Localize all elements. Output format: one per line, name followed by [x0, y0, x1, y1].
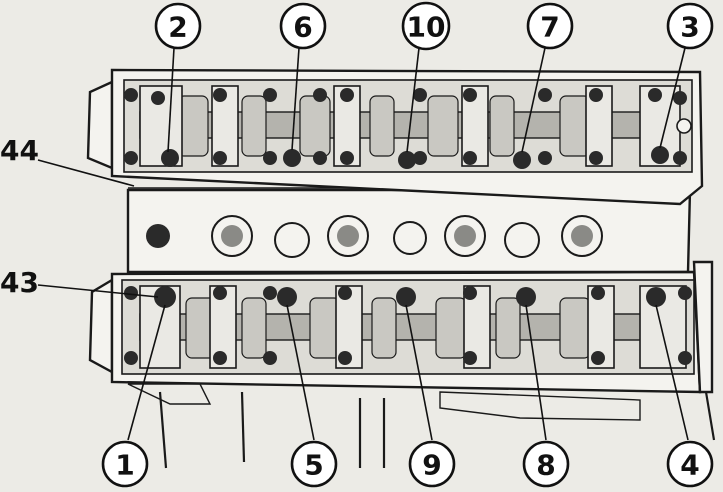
bottom-cam-lobes	[185, 297, 591, 359]
callout-top-7: 7	[526, 2, 574, 50]
callout-label: 10	[407, 11, 446, 44]
callout-label: 4	[680, 449, 699, 482]
callout-top-2: 2	[154, 2, 202, 50]
part-label-43: 43	[0, 266, 39, 299]
engine-head-illustration	[86, 68, 716, 469]
callout-bottom-9: 9	[408, 440, 456, 488]
callout-label: 6	[293, 11, 312, 44]
callout-top-10: 10	[401, 1, 451, 51]
callout-top-3: 3	[666, 2, 714, 50]
top-bolts	[124, 88, 692, 169]
callout-label: 2	[168, 11, 187, 44]
callout-bottom-4: 4	[666, 440, 714, 488]
callout-top-6: 6	[279, 2, 327, 50]
callout-bottom-5: 5	[290, 440, 338, 488]
middle-ports	[146, 215, 603, 258]
callout-label: 7	[540, 11, 559, 44]
bottom-bolts	[124, 286, 692, 365]
callout-bottom-1: 1	[101, 440, 149, 488]
callout-label: 1	[115, 449, 134, 482]
part-label-44: 44	[0, 134, 39, 167]
callout-label: 9	[422, 449, 441, 482]
callout-label: 3	[680, 11, 699, 44]
callout-label: 8	[536, 449, 555, 482]
callout-label: 5	[304, 449, 323, 482]
leader-lines	[37, 47, 689, 441]
callout-bottom-8: 8	[522, 440, 570, 488]
